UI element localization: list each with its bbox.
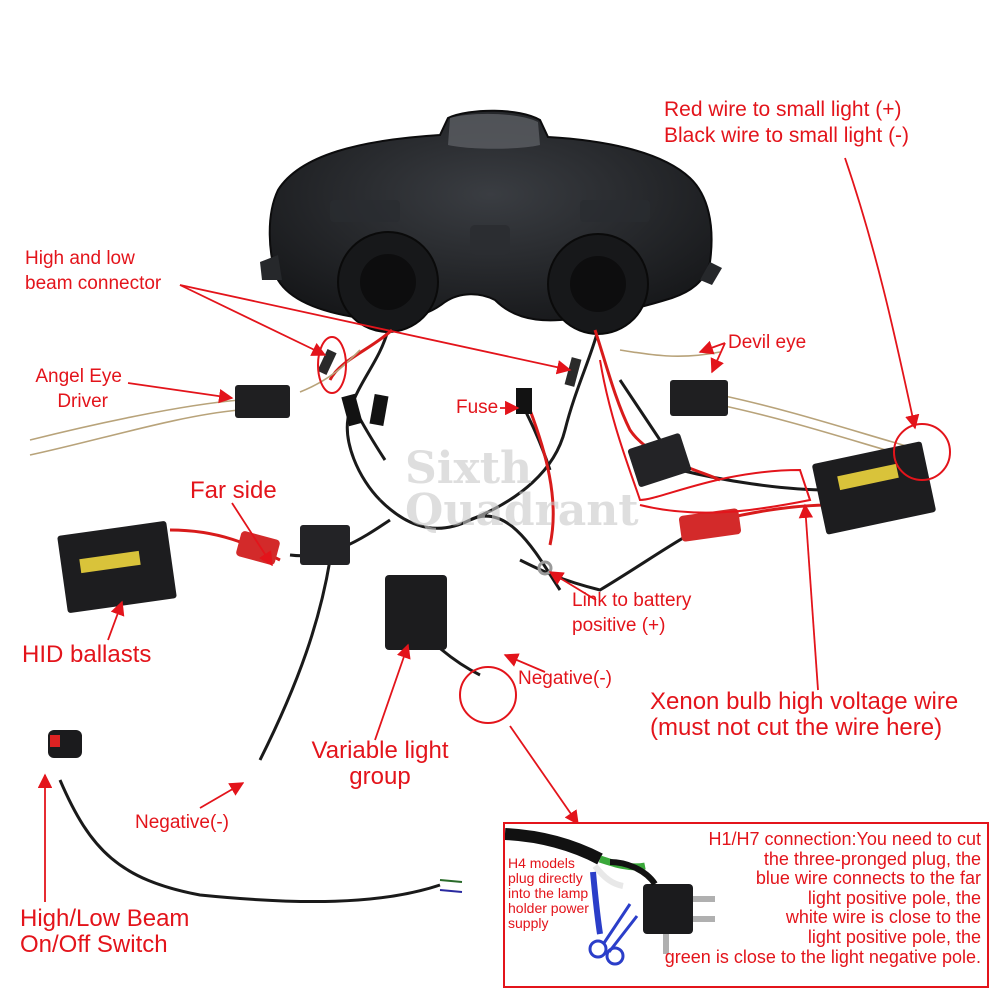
- inset-h4-note: H4 models plug directly into the lamp ho…: [508, 855, 589, 932]
- headlight-housing: [260, 109, 722, 335]
- label-angel-eye-2: Driver: [57, 391, 108, 412]
- label-fuse: Fuse: [456, 397, 499, 418]
- battery-ring: [537, 560, 553, 576]
- label-red-black-wire-2: Black wire to small light (-): [664, 124, 910, 147]
- highlight-outline-xenon: [599, 359, 812, 514]
- hid-ballast-left: [57, 521, 280, 613]
- h4-plug: [609, 859, 715, 954]
- label-high-low-connector-1: High and low: [25, 248, 135, 269]
- relay-module-right: [627, 433, 692, 487]
- switch: [48, 730, 463, 893]
- highlight-ellipse-left-connector: [317, 336, 347, 394]
- label-link-battery-1: Link to battery: [572, 590, 692, 611]
- scissors-icon: [588, 903, 639, 966]
- label-switch-2: On/Off Switch: [20, 931, 168, 958]
- h1-h7-connection-inset: H4 models plug directly into the lamp ho…: [503, 822, 989, 988]
- watermark: Sixth Quadrant: [405, 443, 639, 536]
- highlight-circle-h4-plug: [459, 666, 517, 724]
- label-xenon-2: (must not cut the wire here): [650, 714, 943, 741]
- relay-module-center: [300, 525, 350, 565]
- label-variable-2: group: [349, 763, 411, 790]
- callout-arrows: [37, 157, 920, 902]
- hid-ballast-right: [679, 441, 936, 542]
- label-xenon-1: Xenon bulb high voltage wire: [650, 688, 959, 715]
- highlight-circle-small-light: [893, 423, 951, 481]
- label-angel-eye-1: Angel Eye: [35, 366, 122, 387]
- label-variable-1: Variable light: [311, 737, 449, 764]
- inset-artwork: [505, 828, 715, 966]
- variable-light-box: [385, 575, 447, 650]
- fuse-holders: [317, 349, 582, 427]
- label-link-battery-2: positive (+): [572, 615, 666, 636]
- label-red-black-wire-1: Red wire to small light (+): [664, 98, 902, 121]
- label-far-side: Far side: [190, 477, 277, 504]
- label-switch-1: High/Low Beam: [20, 905, 190, 932]
- label-hid-ballasts: HID ballasts: [22, 641, 152, 668]
- angel-eye-driver-box: [235, 385, 290, 418]
- label-negative-right: Negative(-): [518, 668, 612, 689]
- devil-eye-driver-box: [670, 380, 728, 416]
- inset-connection-text: H1/H7 connection:You need to cut the thr…: [664, 829, 981, 967]
- label-negative-left: Negative(-): [135, 812, 229, 833]
- label-devil-eye: Devil eye: [728, 332, 807, 353]
- label-high-low-connector-2: beam connector: [25, 273, 162, 294]
